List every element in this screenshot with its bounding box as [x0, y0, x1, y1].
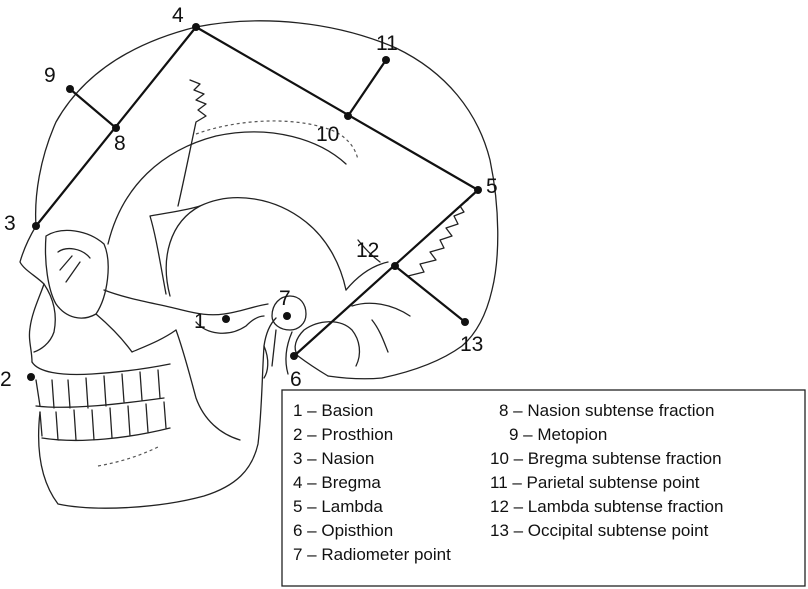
temporal-squama — [166, 198, 346, 296]
legend-item: 3 – Nasion — [293, 449, 374, 468]
label-12: 12 — [356, 239, 379, 262]
sphenoid-outline — [150, 206, 200, 294]
point-occipital-subtense — [461, 318, 469, 326]
point-prosthion — [27, 373, 35, 381]
occipital-detail — [352, 303, 410, 352]
metopion-subtense — [70, 89, 116, 128]
legend-item: 1 – Basion — [293, 401, 373, 420]
mandible-ramus — [176, 330, 240, 440]
landmark-numbers: 1 2 3 4 5 6 7 8 9 10 11 12 13 — [0, 4, 498, 391]
point-lambda-subtense-fraction — [391, 262, 399, 270]
point-metopion — [66, 85, 74, 93]
legend-item: 7 – Radiometer point — [293, 545, 451, 564]
point-parietal-subtense — [382, 56, 390, 64]
label-7: 7 — [279, 287, 291, 310]
legend-item: 2 – Prosthion — [293, 425, 393, 444]
point-bregma — [192, 23, 200, 31]
label-10: 10 — [316, 123, 339, 146]
label-3: 3 — [4, 212, 16, 235]
legend-item: 4 – Bregma — [293, 473, 381, 492]
label-8: 8 — [114, 132, 126, 155]
label-6: 6 — [290, 368, 302, 391]
point-bregma-subtense-fraction — [344, 112, 352, 120]
maxilla — [32, 362, 170, 375]
label-13: 13 — [460, 333, 483, 356]
legend-item: 5 – Lambda — [293, 497, 383, 516]
label-9: 9 — [44, 64, 56, 87]
label-11: 11 — [376, 32, 398, 55]
legend-item: 13 – Occipital subtense point — [490, 521, 709, 540]
legend-item: 12 – Lambda subtense fraction — [490, 497, 723, 516]
temporal-line — [108, 132, 346, 244]
mandible-notch — [196, 316, 264, 333]
upper-teeth — [36, 370, 164, 408]
lambdoid-suture — [408, 200, 468, 276]
legend-item: 9 – Metopion — [509, 425, 607, 444]
bregma-lambda-chord — [196, 27, 478, 190]
label-2: 2 — [0, 368, 12, 391]
point-nasion — [32, 222, 40, 230]
cheek-bone — [96, 314, 176, 352]
parietal-subtense — [348, 60, 386, 116]
orbit-outline — [45, 230, 108, 318]
zygomatic-arch — [104, 290, 268, 315]
point-opisthion — [290, 352, 298, 360]
lambda-opisthion-chord — [294, 190, 478, 356]
point-radiometer — [283, 312, 291, 320]
landmark-points — [27, 23, 482, 381]
label-1: 1 — [194, 310, 206, 333]
legend-item: 10 – Bregma subtense fraction — [490, 449, 722, 468]
coronal-suture — [178, 80, 206, 206]
point-nasion-subtense-fraction — [112, 124, 120, 132]
label-5: 5 — [486, 175, 498, 198]
occipital-base — [295, 322, 359, 376]
point-lambda — [474, 186, 482, 194]
legend-item: 8 – Nasion subtense fraction — [499, 401, 714, 420]
legend-item: 6 – Opisthion — [293, 521, 393, 540]
orbit-inner — [58, 249, 90, 282]
cranial-vault-outline — [36, 21, 498, 379]
legend: 1 – Basion 2 – Prosthion 3 – Nasion 4 – … — [282, 390, 805, 586]
point-basion — [222, 315, 230, 323]
frontal-profile — [20, 226, 44, 362]
legend-item: 11 – Parietal subtense point — [490, 473, 700, 492]
label-4: 4 — [172, 4, 184, 27]
dashed-jaw-curve — [98, 446, 160, 466]
